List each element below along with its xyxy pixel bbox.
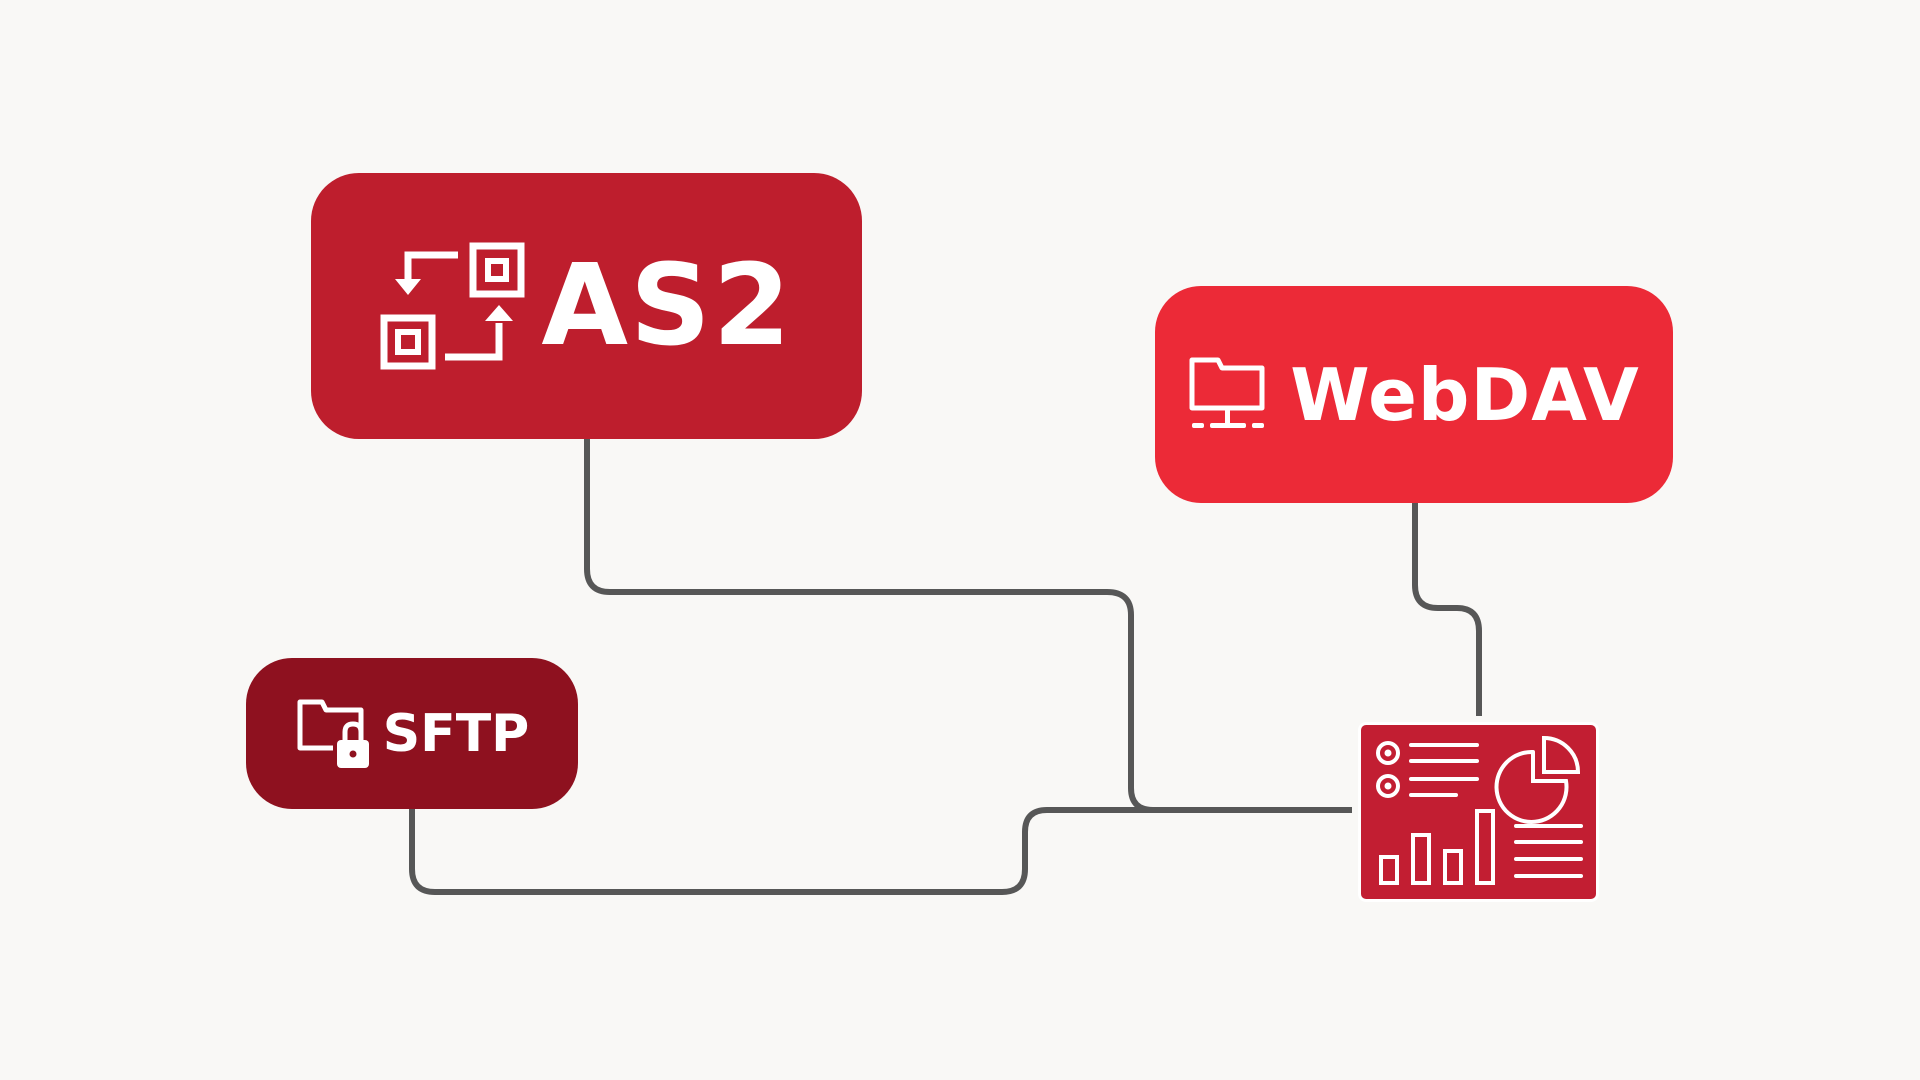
- sftp-label: SFTP: [382, 703, 530, 764]
- dashboard-node[interactable]: [1358, 722, 1599, 902]
- as2-label: AS2: [541, 241, 793, 371]
- network-folder-icon: [1188, 352, 1268, 438]
- webdav-label: WebDAV: [1290, 352, 1640, 437]
- connector-as2-to-dashboard: [584, 439, 1352, 813]
- sftp-node[interactable]: SFTP: [246, 658, 578, 809]
- webdav-node[interactable]: WebDAV: [1155, 286, 1673, 503]
- connector-webdav-to-dashboard: [1412, 503, 1482, 716]
- as2-node[interactable]: AS2: [311, 173, 862, 439]
- analytics-dashboard-icon: [1361, 725, 1596, 899]
- locked-folder-icon: [295, 696, 369, 772]
- file-exchange-icon: [380, 241, 525, 371]
- connector-sftp-to-dashboard: [409, 807, 1352, 895]
